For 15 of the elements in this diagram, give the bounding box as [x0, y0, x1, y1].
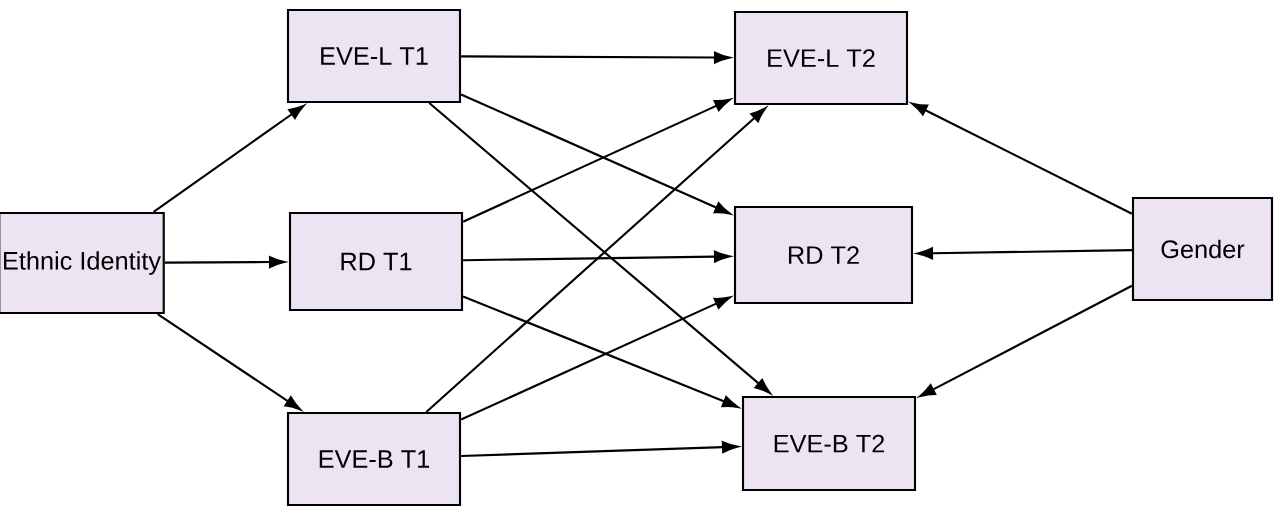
- variable-box: RD T2: [733, 205, 914, 305]
- arrow: [164, 256, 286, 268]
- variable-box: Ethnic Identity: [0, 211, 165, 315]
- variable-box: EVE-L T1: [286, 8, 462, 104]
- variable-box: RD T1: [288, 211, 464, 312]
- arrow: [463, 250, 731, 263]
- arrow: [919, 284, 1133, 398]
- variable-box: Gender: [1131, 196, 1274, 302]
- arrow: [153, 104, 305, 213]
- arrow: [461, 51, 731, 64]
- arrow: [911, 102, 1133, 215]
- arrow: [157, 313, 301, 411]
- variable-box: EVE-B T2: [741, 395, 917, 492]
- variable-box: EVE-B T1: [286, 411, 462, 507]
- variable-box: EVE-L T2: [733, 10, 909, 106]
